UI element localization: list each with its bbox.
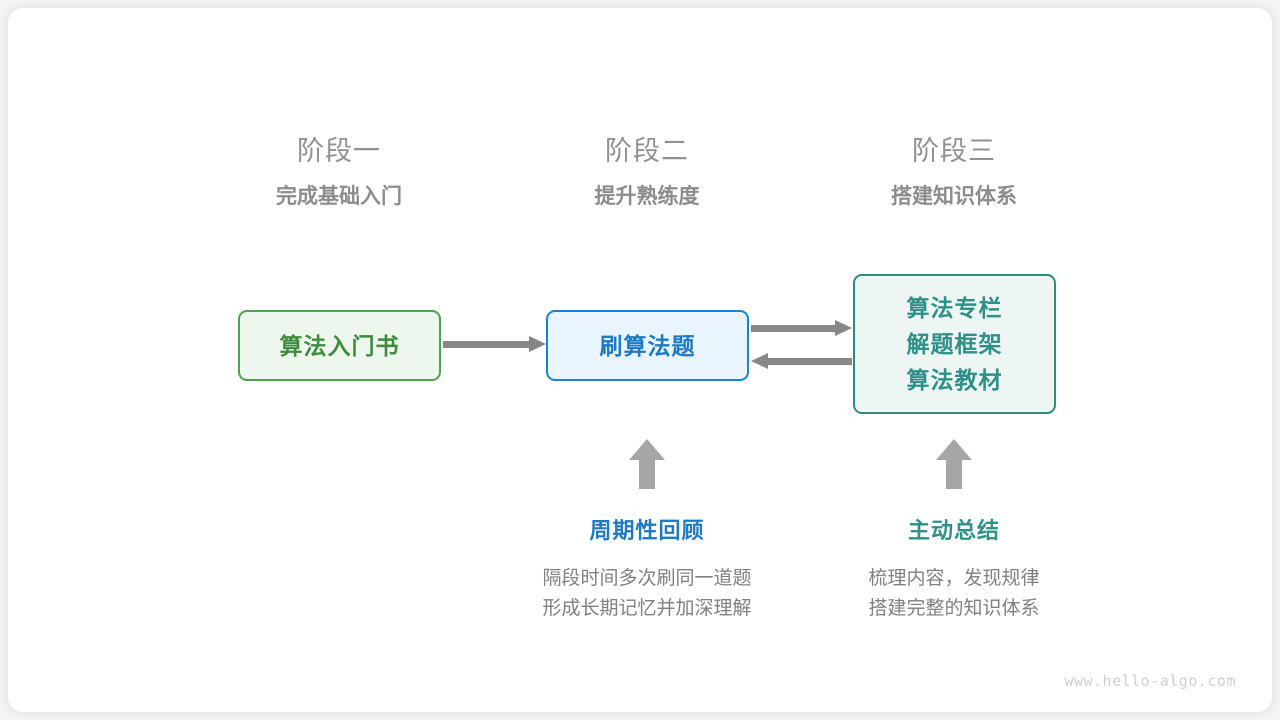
- node-resources-line-1: 算法专栏: [906, 295, 1003, 321]
- arrow-resources-to-practice-icon: [751, 353, 852, 369]
- arrow-head: [751, 353, 768, 369]
- annotation-review-desc-line-2: 形成长期记忆并加深理解: [542, 598, 752, 619]
- watermark-url: www.hello-algo.com: [1064, 672, 1236, 690]
- arrow-head: [529, 336, 546, 352]
- arrow-shaft: [443, 341, 534, 348]
- stage-header-2: 阶段二 提升熟练度: [527, 134, 767, 212]
- annotation-review-description: 隔段时间多次刷同一道题 形成长期记忆并加深理解: [497, 564, 797, 624]
- arrow-shaft: [763, 358, 852, 365]
- node-resources-line-2: 解题框架: [906, 331, 1003, 357]
- node-resources-line-3: 算法教材: [906, 367, 1003, 393]
- arrow-shaft: [946, 459, 962, 489]
- annotation-summary-desc-line-1: 梳理内容，发现规律: [868, 568, 1040, 589]
- stage-header-1: 阶段一 完成基础入门: [219, 134, 459, 212]
- stage-title-1: 阶段一: [297, 136, 381, 166]
- stage-title-3: 阶段三: [912, 136, 996, 166]
- node-practice-label: 刷算法题: [599, 332, 696, 359]
- annotation-summary-title: 主动总结: [907, 518, 1000, 543]
- annotation-review-title: 周期性回顾: [589, 518, 705, 543]
- arrow-up-summary-icon: [936, 439, 972, 489]
- annotation-review-desc-line-1: 隔段时间多次刷同一道题: [542, 568, 752, 589]
- annotation-periodic-review: 周期性回顾 隔段时间多次刷同一道题 形成长期记忆并加深理解: [497, 516, 797, 624]
- annotation-active-summary: 主动总结 梳理内容，发现规律 搭建完整的知识体系: [804, 516, 1104, 624]
- arrow-shaft: [639, 459, 655, 489]
- arrow-practice-to-resources-icon: [751, 320, 852, 336]
- arrow-book-to-practice-icon: [443, 336, 546, 352]
- node-algorithm-intro-book[interactable]: 算法入门书: [238, 310, 441, 381]
- annotation-summary-description: 梳理内容，发现规律 搭建完整的知识体系: [804, 564, 1104, 624]
- arrow-head: [835, 320, 852, 336]
- node-book-label: 算法入门书: [279, 332, 400, 359]
- stage-title-2: 阶段二: [605, 136, 689, 166]
- arrow-head: [936, 439, 972, 460]
- arrow-shaft: [751, 325, 840, 332]
- stage-header-3: 阶段三 搭建知识体系: [834, 134, 1074, 212]
- diagram-card: 阶段一 完成基础入门 阶段二 提升熟练度 阶段三 搭建知识体系 算法入门书 刷算…: [8, 8, 1272, 712]
- arrow-up-review-icon: [629, 439, 665, 489]
- stage-subtitle-3: 搭建知识体系: [891, 185, 1017, 208]
- arrow-head: [629, 439, 665, 460]
- stage-subtitle-1: 完成基础入门: [276, 185, 402, 208]
- annotation-summary-desc-line-2: 搭建完整的知识体系: [868, 598, 1040, 619]
- node-learning-resources[interactable]: 算法专栏 解题框架 算法教材: [853, 274, 1056, 414]
- stage-subtitle-2: 提升熟练度: [594, 185, 700, 208]
- node-practice-problems[interactable]: 刷算法题: [546, 310, 749, 381]
